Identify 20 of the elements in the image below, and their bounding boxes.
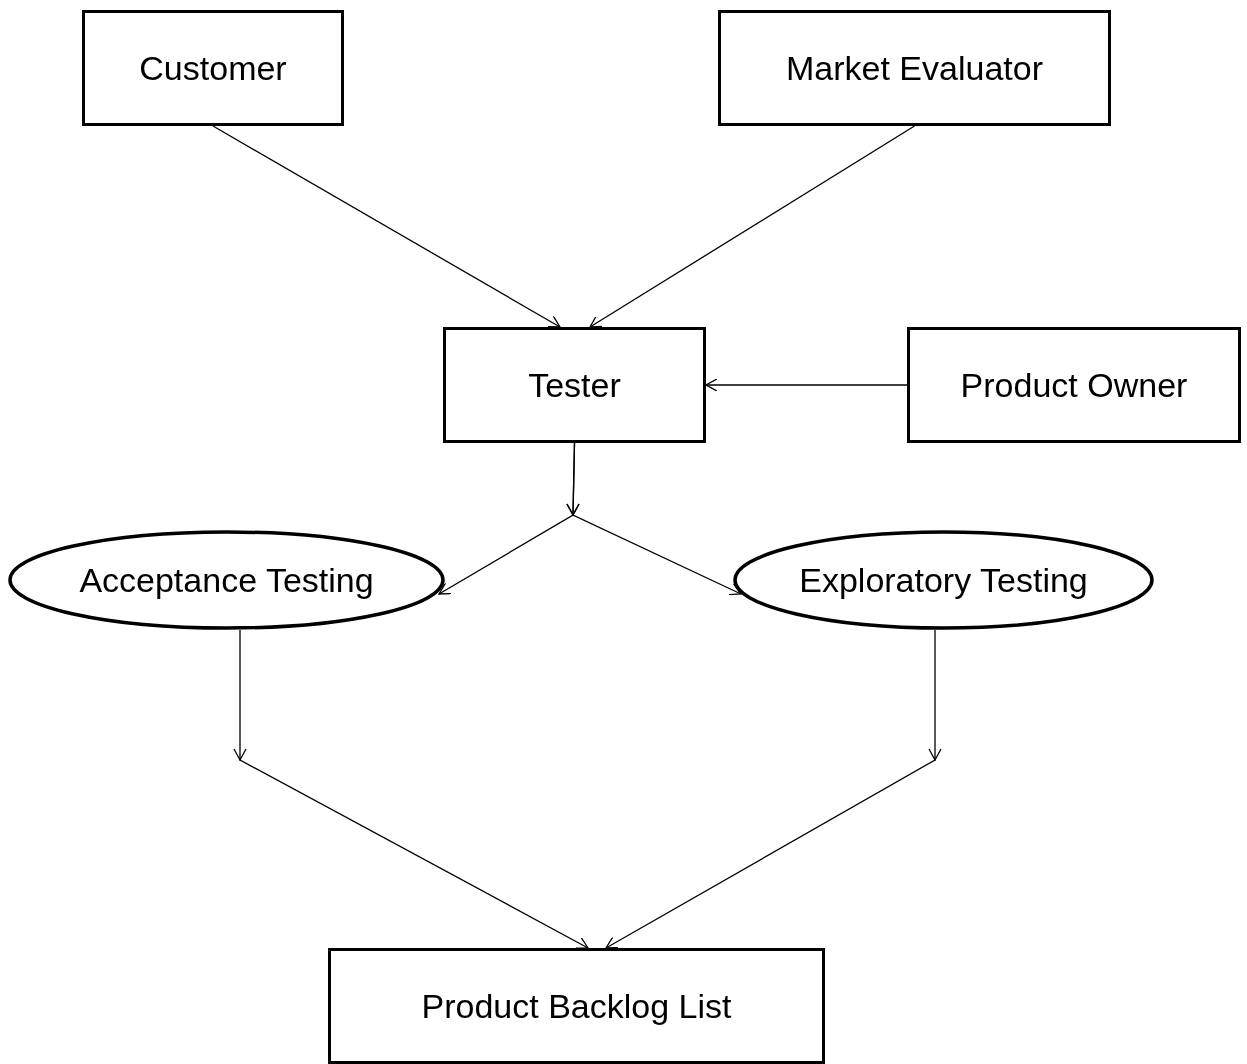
arrow <box>566 442 742 596</box>
node-label: Product Owner <box>960 365 1188 405</box>
process-box <box>328 948 825 1064</box>
process-box <box>907 327 1241 443</box>
process-box <box>82 10 344 126</box>
process-box <box>443 327 706 443</box>
arrow <box>233 629 589 949</box>
node-label: Acceptance Testing <box>79 560 374 600</box>
ellipse-node <box>733 530 1154 630</box>
process-box <box>718 10 1111 126</box>
arrow <box>589 125 916 328</box>
node-label: Market Evaluator <box>786 48 1043 88</box>
ellipse-node <box>8 530 445 630</box>
node-label: Tester <box>528 365 621 405</box>
arrow <box>705 378 908 392</box>
arrow <box>212 125 561 328</box>
node-label: Product Backlog List <box>421 986 732 1026</box>
arrow <box>605 629 942 949</box>
node-label: Customer <box>139 48 287 88</box>
node-label: Exploratory Testing <box>799 560 1088 600</box>
